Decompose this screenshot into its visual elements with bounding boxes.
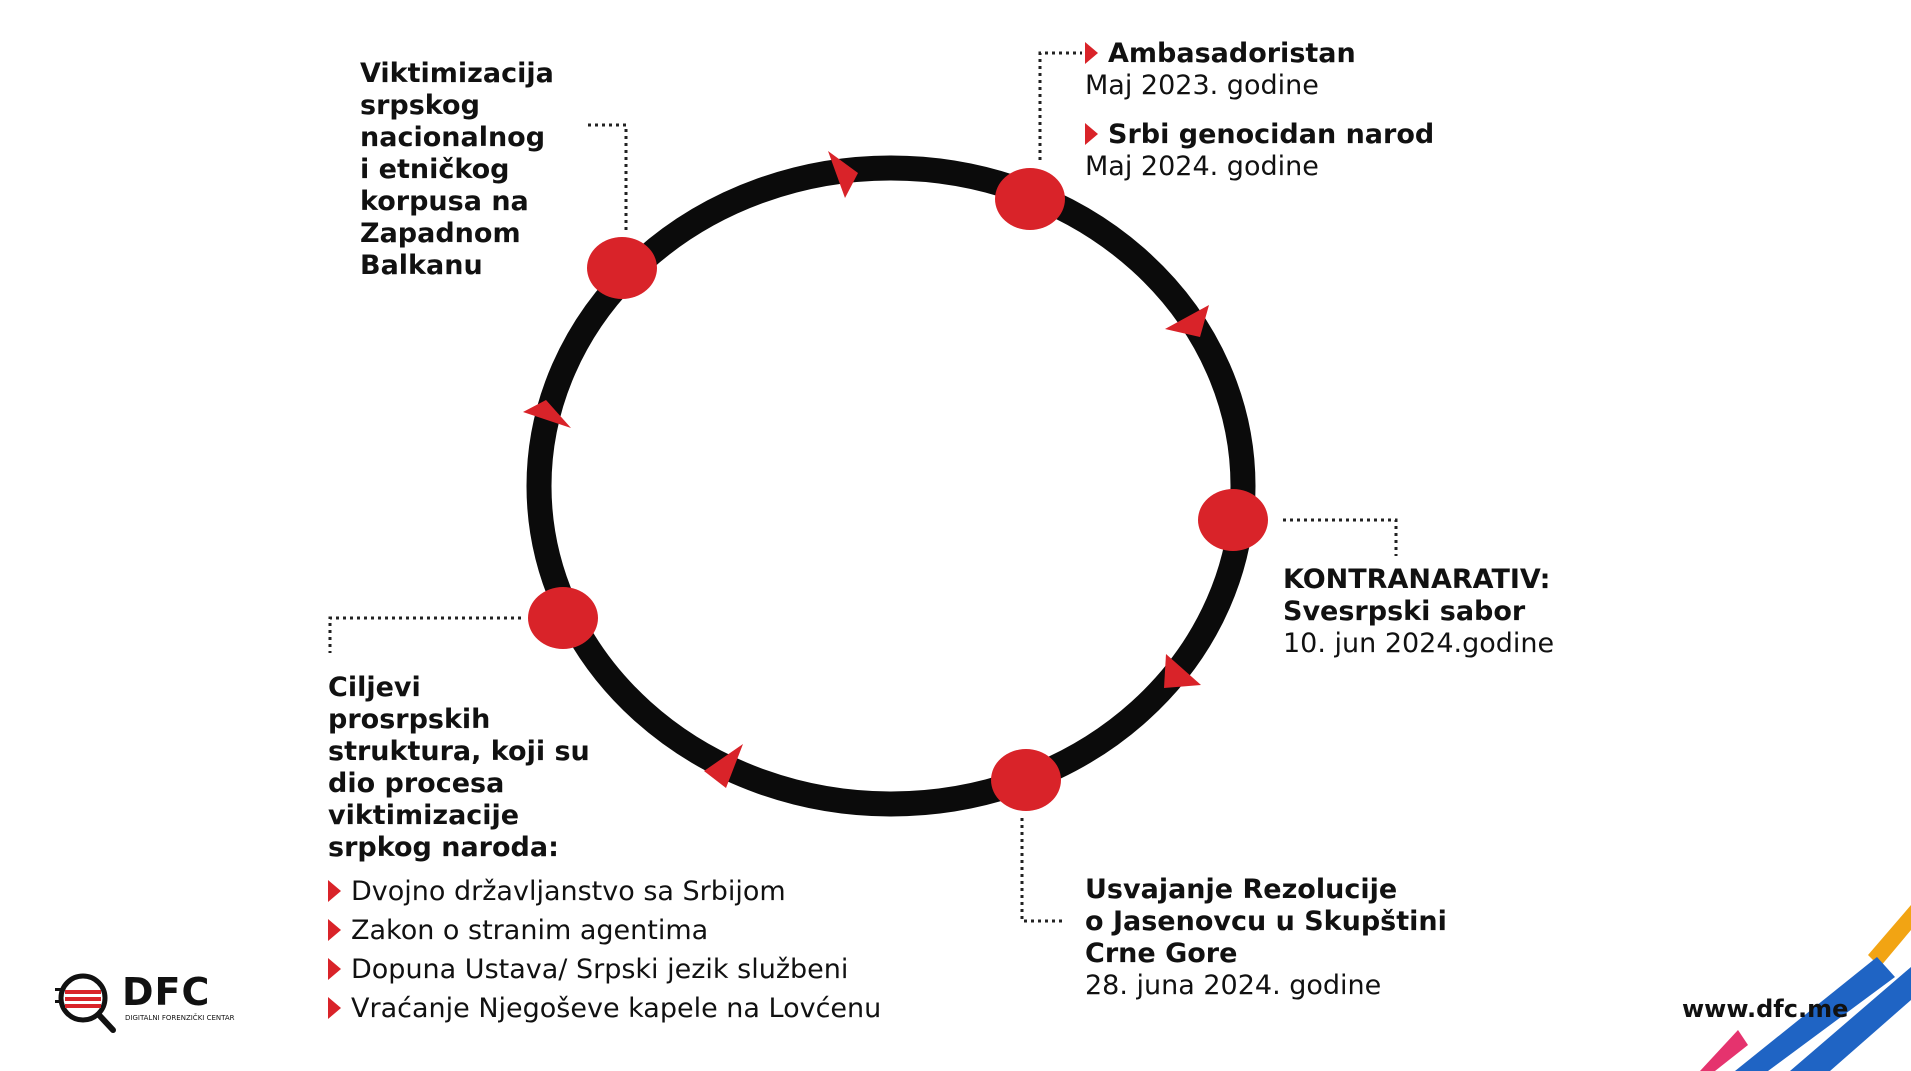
- direction-arrow: [523, 400, 571, 428]
- dotted-connectors: [328, 51, 1398, 923]
- heading-line: prosrpskih: [328, 704, 491, 735]
- item-title: Ambasadoristan: [1085, 38, 1434, 70]
- direction-arrow: [1164, 654, 1201, 688]
- connector-bottom-left: [328, 616, 521, 653]
- connector-right: [1283, 518, 1398, 556]
- list-item: Dvojno državljanstvo sa Srbijom: [328, 872, 881, 911]
- label-line: Usvajanje Rezolucije: [1085, 874, 1398, 905]
- heading-line: Ciljevi: [328, 672, 421, 703]
- direction-arrow: [1165, 305, 1209, 337]
- label-line: Viktimizacija: [360, 58, 554, 89]
- label-line: i etničkog: [360, 154, 510, 185]
- label-top-left: Viktimizacija srpskog nacionalnog i etni…: [360, 58, 554, 282]
- list-item: Dopuna Ustava/ Srpski jezik službeni: [328, 950, 881, 989]
- label-line: srpskog: [360, 90, 480, 121]
- node-bottom-left: [528, 587, 598, 649]
- list-item: Vraćanje Njegoševe kapele na Lovćenu: [328, 989, 881, 1028]
- heading-line: viktimizacije: [328, 800, 520, 831]
- heading-line: struktura, koji su: [328, 736, 590, 767]
- node-bottom-right: [991, 749, 1061, 811]
- cycle-ring: [526, 155, 1256, 817]
- connector-top-left: [588, 123, 628, 233]
- triangle-bullet-icon: [1085, 123, 1098, 145]
- list-item-text: Zakon o stranim agentima: [351, 915, 709, 946]
- node-top-right: [995, 168, 1065, 230]
- heading-line: srpkog naroda:: [328, 832, 559, 863]
- list-item-text: Dvojno državljanstvo sa Srbijom: [351, 876, 786, 907]
- triangle-bullet-icon: [328, 919, 341, 941]
- label-bottom-left: Ciljevi prosrpskih struktura, koji su di…: [328, 672, 881, 1028]
- item-date: Maj 2023. godine: [1085, 70, 1319, 101]
- label-line: Crne Gore: [1085, 938, 1238, 969]
- item-title-text: Ambasadoristan: [1108, 38, 1356, 69]
- decorative-stripes: [1700, 905, 1911, 1071]
- label-line: Balkanu: [360, 250, 483, 281]
- node-top-left: [587, 237, 657, 299]
- magnifier-icon: [55, 973, 116, 1033]
- list-item: Zakon o stranim agentima: [328, 911, 881, 950]
- logo-name: DFC: [122, 970, 211, 1014]
- list-item-text: Dopuna Ustava/ Srpski jezik službeni: [351, 954, 849, 985]
- triangle-bullet-icon: [328, 880, 341, 902]
- logo-subtitle: DIGITALNI FORENZIČKI CENTAR: [125, 1014, 235, 1022]
- triangle-bullet-icon: [328, 958, 341, 980]
- direction-arrow: [828, 151, 858, 198]
- goals-heading: Ciljevi prosrpskih struktura, koji su di…: [328, 672, 881, 864]
- connector-bottom-right: [1020, 818, 1062, 923]
- label-top-right: Ambasadoristan Maj 2023. godine Srbi gen…: [1085, 38, 1434, 183]
- label-right: KONTRANARATIV: Svesrpski sabor 10. jun 2…: [1283, 564, 1554, 660]
- label-line: Zapadnom: [360, 218, 521, 249]
- website-url: www.dfc.me: [1682, 995, 1849, 1023]
- connector-top-right: [1038, 51, 1082, 160]
- label-line: nacionalnog: [360, 122, 546, 153]
- stripe-blue-2: [1790, 967, 1911, 1071]
- list-item-text: Vraćanje Njegoševe kapele na Lovćenu: [351, 993, 882, 1024]
- label-title: KONTRANARATIV:: [1283, 564, 1551, 595]
- label-bottom-right: Usvajanje Rezolucije o Jasenovcu u Skupš…: [1085, 874, 1447, 1002]
- goals-list: Dvojno državljanstvo sa Srbijom Zakon o …: [328, 872, 881, 1028]
- direction-arrow: [704, 744, 743, 788]
- item-date: Maj 2024. godine: [1085, 151, 1319, 182]
- dfc-logo: DFC DIGITALNI FORENZIČKI CENTAR: [55, 970, 255, 1040]
- stripe-blue-1: [1735, 957, 1895, 1071]
- label-title: Svesrpski sabor: [1283, 596, 1526, 627]
- item-title-text: Srbi genocidan narod: [1108, 119, 1435, 150]
- label-line: o Jasenovcu u Skupštini: [1085, 906, 1447, 937]
- triangle-bullet-icon: [1085, 42, 1098, 64]
- label-date: 28. juna 2024. godine: [1085, 970, 1382, 1001]
- label-line: korpusa na: [360, 186, 529, 217]
- label-date: 10. jun 2024.godine: [1283, 628, 1555, 659]
- stripe-orange: [1868, 905, 1911, 967]
- stripe-pink: [1700, 1030, 1748, 1071]
- triangle-bullet-icon: [328, 997, 341, 1019]
- item-title: Srbi genocidan narod: [1085, 119, 1434, 151]
- node-right: [1198, 489, 1268, 551]
- heading-line: dio procesa: [328, 768, 505, 799]
